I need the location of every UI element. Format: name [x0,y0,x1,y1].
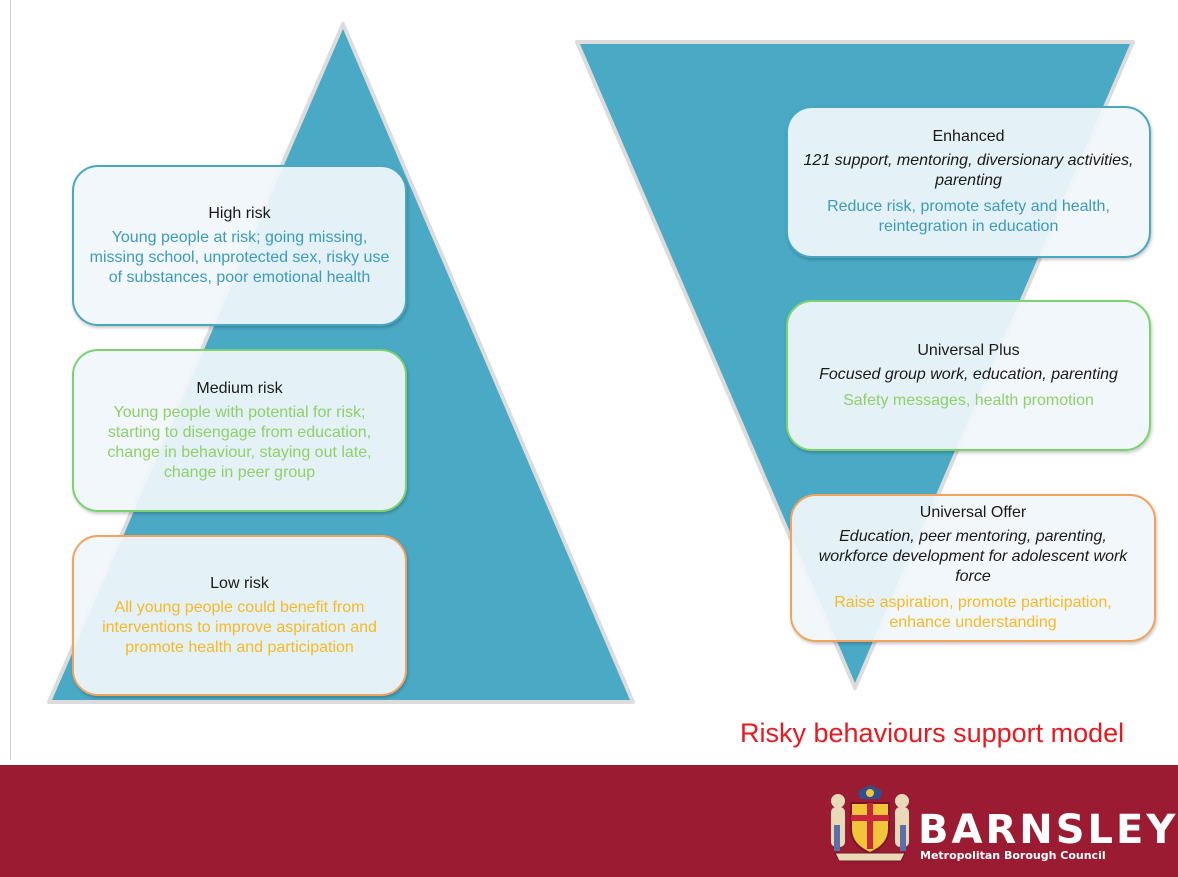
divider [10,0,11,760]
high-risk-box: High risk Young people at risk; going mi… [72,165,407,326]
enhanced-title: Enhanced [932,128,1005,145]
logo-wordmark: BARNSLEY [918,807,1178,853]
universal-plus-outcomes: Safety messages, health promotion [843,391,1094,409]
coat-of-arms-icon [831,785,909,862]
slide-title: Risky behaviours support model [740,718,1125,748]
universal-offer-services: Education, peer mentoring, parenting, wo… [818,528,1128,585]
medium-risk-box: Medium risk Young people with potential … [72,349,407,512]
universal-offer-title: Universal Offer [919,504,1027,521]
universal-plus-services: Focused group work, education, parenting [819,365,1118,383]
universal-plus-box: Universal Plus Focused group work, educa… [786,300,1151,451]
universal-plus-title: Universal Plus [917,341,1020,359]
enhanced-box: Enhanced 121 support, mentoring, diversi… [786,106,1151,258]
high-risk-description: Young people at risk; going missing, mis… [89,228,390,286]
medium-risk-description: Young people with potential for risk; st… [107,403,372,481]
medium-risk-title: Medium risk [196,379,283,397]
high-risk-title: High risk [208,204,271,222]
low-risk-box: Low risk All young people could benefit … [72,535,407,696]
logo-subtitle: Metropolitan Borough Council [920,849,1106,862]
low-risk-title: Low risk [210,574,269,592]
enhanced-outcomes: Reduce risk, promote safety and health, … [827,198,1110,235]
universal-offer-box: Universal Offer Education, peer mentorin… [790,494,1156,642]
low-risk-description: All young people could benefit from inte… [102,598,377,656]
footer-band [0,765,1178,877]
enhanced-services: 121 support, mentoring, diversionary act… [803,152,1134,189]
universal-offer-outcomes: Raise aspiration, promote participation,… [834,594,1112,631]
